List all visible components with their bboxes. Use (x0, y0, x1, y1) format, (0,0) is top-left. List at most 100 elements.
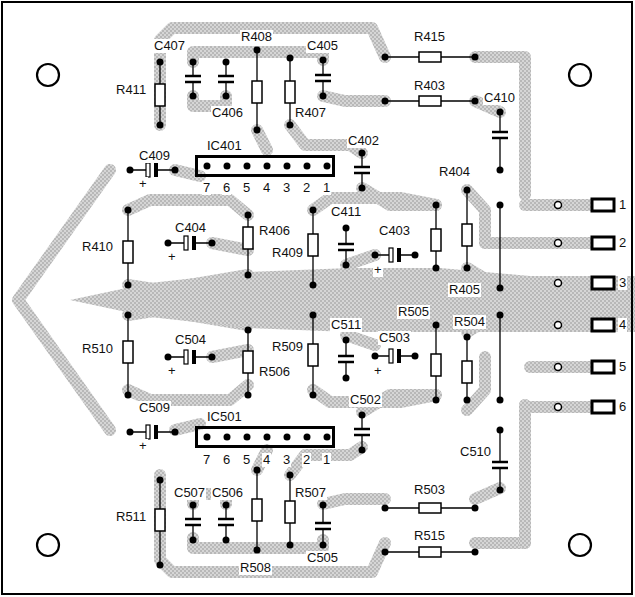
capacitor-symbol (218, 76, 234, 82)
part-label: C510 (459, 445, 492, 459)
capacitor-symbol (492, 462, 508, 468)
resistor-symbol (419, 503, 441, 513)
ic-pin (204, 434, 211, 441)
mounting-hole (37, 64, 59, 86)
ic-pin (284, 163, 291, 170)
pin-number: 5 (242, 181, 251, 195)
resistor-symbol (285, 501, 295, 523)
pin-number: 3 (282, 181, 291, 195)
ic-pin (284, 434, 291, 441)
solder-pad (497, 312, 504, 319)
solder-pad (464, 334, 471, 341)
resistor-symbol (123, 241, 133, 263)
solder-pad (172, 167, 179, 174)
ic-package: IC401 (195, 155, 335, 177)
ic-pin (324, 163, 331, 170)
ic-pin (204, 163, 211, 170)
part-label: R505 (397, 305, 430, 319)
solder-pad (223, 502, 230, 509)
solder-pad (343, 262, 350, 269)
solder-pad (497, 487, 504, 494)
copper-plane (70, 268, 635, 332)
resistor-symbol (462, 224, 472, 246)
solder-pad (254, 547, 261, 554)
solder-pad (157, 477, 164, 484)
solder-pad (125, 207, 132, 214)
pin-number: 6 (222, 181, 231, 195)
copper-trace (525, 401, 600, 413)
solder-pad (125, 312, 132, 319)
solder-pad (433, 265, 440, 272)
connector-pad (555, 240, 562, 247)
copper-trace (128, 200, 248, 215)
solder-pad (254, 47, 261, 54)
solder-pad (157, 59, 164, 66)
part-label: R405 (448, 283, 481, 297)
part-label: R507 (294, 486, 327, 500)
connector-pad (555, 202, 562, 411)
resistor-symbol (308, 344, 318, 366)
electrolytic-capacitor-symbol (389, 349, 401, 363)
part-label: C507 (173, 486, 206, 500)
copper-trace (128, 310, 525, 572)
connector-number: 2 (618, 236, 627, 250)
part-label: C409 (138, 149, 171, 163)
copper-trace (323, 96, 385, 101)
solder-pad (497, 109, 504, 116)
pin-number: 7 (202, 181, 211, 195)
pin-number: 6 (222, 453, 231, 467)
connector-number: 5 (618, 360, 627, 374)
solder-pad (190, 59, 197, 66)
solder-pad (157, 562, 164, 569)
part-label: R411 (115, 83, 147, 97)
capacitor-symbol (492, 132, 508, 138)
copper-trace (193, 52, 323, 62)
part-label: R415 (413, 30, 446, 44)
copper-trace (525, 199, 600, 211)
resistor-symbol (462, 361, 472, 383)
copper-trace (346, 255, 375, 265)
solder-pad (497, 167, 504, 174)
solder-pad (245, 212, 252, 219)
solder-pad (343, 337, 350, 344)
ic-pin (204, 163, 331, 441)
part-label: C407 (153, 39, 186, 53)
solder-pad (497, 285, 504, 292)
polarity-mark: + (373, 364, 383, 378)
ic-label: IC401 (206, 139, 243, 153)
part-label: C509 (138, 401, 171, 415)
solder-pad (254, 127, 261, 134)
solder-pad (472, 549, 479, 556)
solder-pad (359, 447, 366, 454)
capacitor-symbol (338, 244, 354, 250)
solder-pad (287, 55, 294, 62)
capacitor-symbol (185, 519, 201, 525)
part-label: R509 (271, 340, 304, 354)
connector-pad (592, 401, 614, 413)
part-label: R508 (239, 561, 272, 575)
connector-number: 1 (618, 198, 627, 212)
ic-pin (264, 434, 271, 441)
solder-pad (310, 392, 317, 399)
solder-pad (125, 392, 132, 399)
part-label: C406 (211, 106, 244, 120)
part-label: C505 (306, 551, 339, 565)
solder-pad (359, 150, 366, 157)
capacitor-symbol (185, 75, 508, 529)
component-lead (499, 112, 500, 170)
copper-trace (128, 28, 525, 290)
part-label: C411 (330, 205, 362, 219)
solder-pad (209, 354, 216, 361)
solder-pad (310, 282, 317, 289)
resistor-symbol (155, 84, 165, 106)
solder-pad (310, 207, 317, 214)
solder-pad (320, 57, 327, 64)
electrolytic-capacitor-symbol (146, 163, 158, 177)
part-label: C404 (174, 221, 207, 235)
electrolytic-capacitor-symbol (146, 163, 401, 439)
solder-pad (127, 429, 134, 436)
part-label: R408 (240, 30, 273, 44)
solder-pad (412, 353, 419, 360)
solder-pad (464, 187, 471, 194)
solder-pad (464, 397, 471, 404)
